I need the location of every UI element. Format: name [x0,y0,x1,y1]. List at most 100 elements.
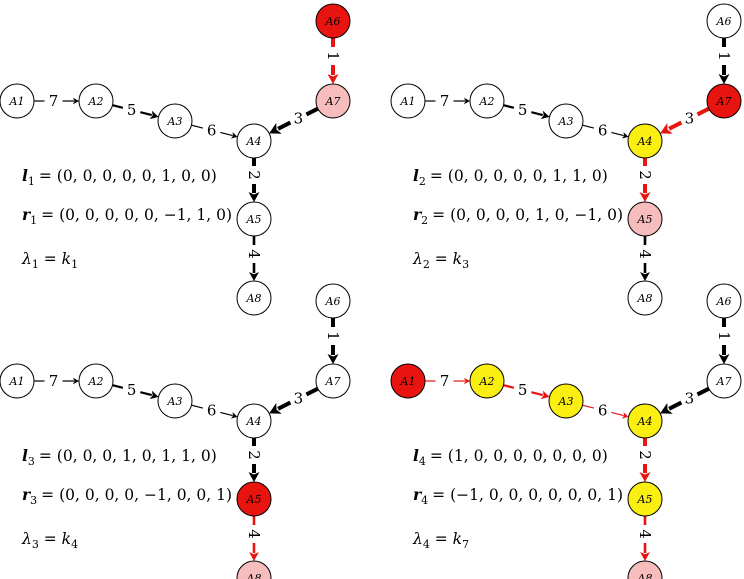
node-label: A1 [9,95,25,108]
node-a2: A2 [78,363,114,399]
arrow-head [540,110,550,120]
node-label: A6 [716,15,732,28]
edge-a5-a8: 4 [636,236,654,281]
node-label: A7 [716,95,732,108]
edge-a2-a3: 5 [112,101,159,120]
node-a5: A5 [236,201,272,237]
node-a6: A6 [315,283,351,319]
edge-a1-a2: 7 [425,92,470,110]
node-a8: A8 [236,560,272,579]
node-label: A2 [479,375,495,388]
edge-label: 6 [598,401,608,419]
node-circle [548,103,584,139]
edge-a1-a2: 7 [34,372,79,390]
edge-a3-a4: 6 [191,401,238,419]
edge-a2-a3: 5 [503,101,550,120]
node-a4: A4 [236,403,272,439]
node-a5: A5 [627,481,663,517]
edge-line [277,120,292,131]
arrow-head [639,472,651,482]
node-circle [548,383,584,419]
node-circle [706,83,742,119]
node-a2: A2 [78,83,114,119]
node-a7: A7 [315,83,351,119]
node-circle [236,201,272,237]
node-circle [236,403,272,439]
arrow-head [464,97,470,105]
edge-a4-a5: 2 [636,438,654,482]
edge-line [611,411,624,417]
node-circle [236,280,272,316]
node-a3: A3 [548,383,584,419]
edge-a6-a7: 1 [324,318,342,364]
node-label: A3 [558,395,574,408]
node-circle [627,403,663,439]
node-circle [236,123,272,159]
node-label: A6 [325,295,341,308]
node-label: A5 [637,493,653,506]
edge-a3-a4: 6 [582,401,629,419]
edge-label: 4 [636,529,654,539]
edge-label: 7 [440,372,450,390]
node-label: A5 [246,493,262,506]
node-label: A1 [400,95,416,108]
node-a1: A1 [0,363,35,399]
node-circle [315,283,351,319]
edge-label: 2 [245,170,263,180]
edge-a5-a8: 4 [245,516,263,561]
edge-a7-a4: 3 [660,386,710,414]
arrow-head [230,412,238,419]
right-vector-formula: r2= (0, 0, 0, 0, 1, 0, −1, 0) [413,205,623,227]
edge-label: 1 [715,331,733,341]
node-a8: A8 [627,560,663,579]
arrow-head [718,74,730,84]
rate-formula: λ3 = k4 [21,530,78,551]
node-circle [78,83,114,119]
edge-a2-a3: 5 [503,381,550,400]
arrow-head [249,272,259,281]
edge-line [305,106,319,117]
edge-a3-a4: 6 [582,121,629,139]
edge-line [112,104,124,109]
arrow-head [327,74,339,84]
node-label: A3 [167,395,183,408]
edge-line [277,400,292,411]
edge-line [305,386,319,397]
rate-formula: λ2 = k3 [412,250,469,271]
edge-label: 5 [127,381,137,399]
edge-a4-a5: 2 [636,158,654,202]
node-label: A5 [246,213,262,226]
edge-line [220,131,233,137]
node-label: A2 [88,375,104,388]
arrow-head [73,97,79,105]
node-label: A8 [246,572,262,579]
node-circle [390,83,426,119]
edge-label: 1 [715,51,733,61]
arrow-head [621,412,629,419]
node-a6: A6 [315,3,351,39]
edge-label: 7 [49,372,59,390]
edge-label: 1 [324,331,342,341]
node-label: A4 [637,135,653,148]
edge-line [531,391,544,397]
node-a3: A3 [157,103,193,139]
node-circle [469,83,505,119]
edge-line [503,104,515,109]
edge-label: 5 [127,101,137,119]
node-label: A8 [637,572,653,579]
edge-line [611,131,624,137]
edge-label: 6 [207,121,217,139]
node-a3: A3 [548,103,584,139]
left-vector-formula: l2= (0, 0, 0, 0, 0, 1, 1, 0) [413,166,608,188]
edge-label: 4 [245,249,263,259]
arrow-head [149,110,159,120]
left-vector-formula: l4= (1, 0, 0, 0, 0, 0, 0, 0) [413,446,608,468]
node-circle [157,103,193,139]
node-label: A4 [637,415,653,428]
node-a1: A1 [390,363,426,399]
edge-label: 1 [324,51,342,61]
edge-a6-a7: 1 [715,38,733,84]
